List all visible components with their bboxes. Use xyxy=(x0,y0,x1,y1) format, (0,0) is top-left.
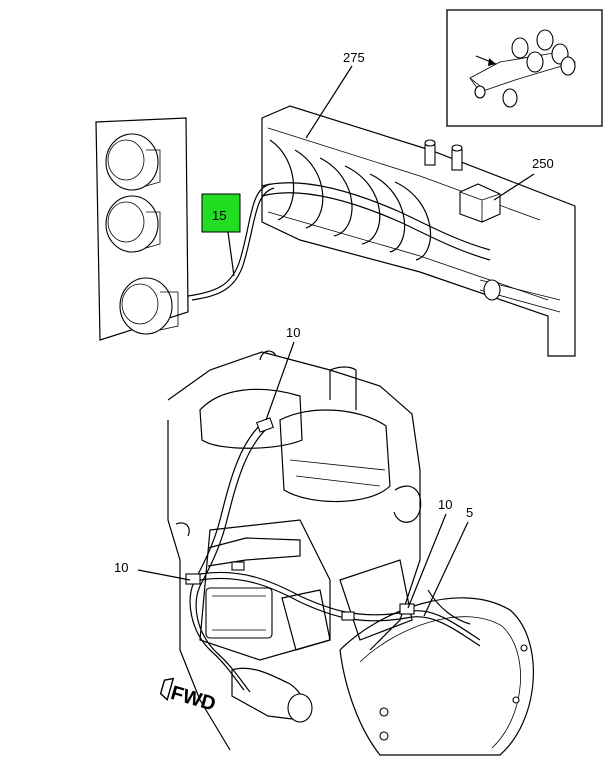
fwd-arrow-icon xyxy=(159,677,175,701)
harness-assembly-275 xyxy=(261,105,576,357)
callout-10-top: 10 xyxy=(286,325,300,340)
callout-250: 250 xyxy=(532,156,554,171)
leader-10-right xyxy=(407,513,447,609)
component-250 xyxy=(459,183,501,223)
chassis-locator-inset xyxy=(446,9,603,127)
callout-5: 5 xyxy=(466,505,473,520)
leader-10-left xyxy=(137,569,191,581)
callout-10-left: 10 xyxy=(114,560,128,575)
callout-275: 275 xyxy=(343,50,365,65)
gauge-3 xyxy=(119,277,179,335)
callout-15: 15 xyxy=(212,208,226,223)
callout-10-right: 10 xyxy=(438,497,452,512)
callout-15-highlight[interactable]: 15 xyxy=(201,193,241,233)
fwd-indicator: FWD xyxy=(159,677,218,716)
dash-panel xyxy=(95,117,189,341)
engine-assembly xyxy=(167,350,422,751)
leader-250 xyxy=(493,173,535,201)
leader-10-top xyxy=(265,341,295,421)
cable-15 xyxy=(187,183,271,297)
leader-5 xyxy=(423,521,469,617)
leader-275 xyxy=(305,65,353,139)
fwd-label: FWD xyxy=(168,682,218,716)
leader-15 xyxy=(227,231,235,277)
engine-harness xyxy=(185,417,481,693)
gauge-2 xyxy=(105,195,161,253)
highlight-box xyxy=(201,193,241,233)
gauge-1 xyxy=(105,133,161,191)
